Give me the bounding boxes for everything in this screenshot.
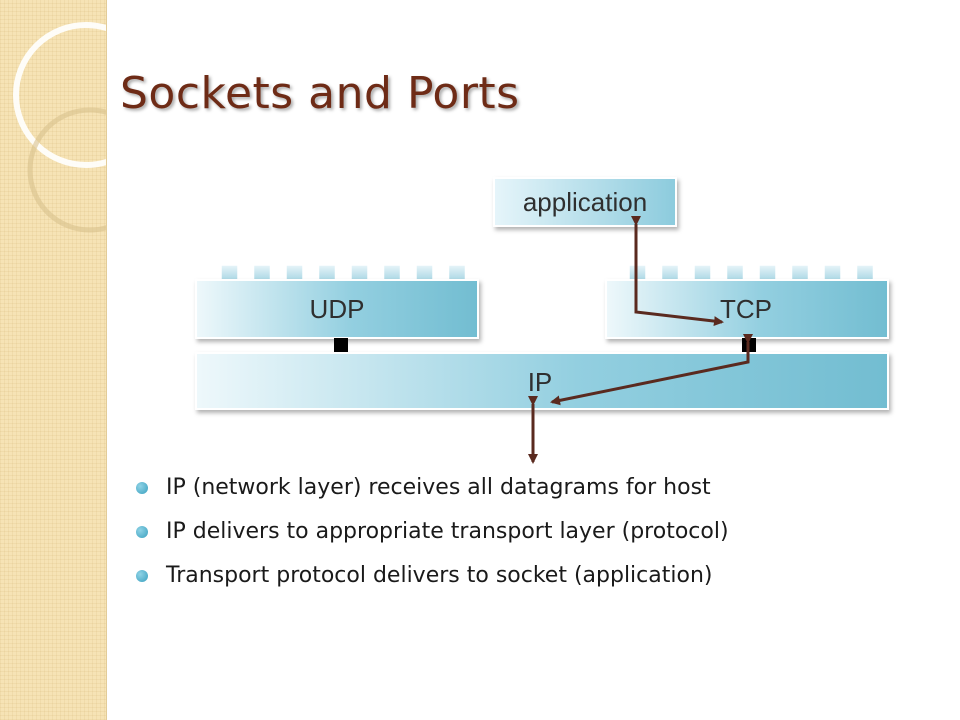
ip-to-tcp-arrow	[550, 334, 753, 406]
bullet-item: Transport protocol delivers to socket (a…	[136, 560, 729, 604]
tcp-label: TCP	[720, 294, 772, 324]
decorative-circles	[13, 22, 106, 233]
application-label: application	[523, 187, 647, 217]
protocol-stack-diagram: application UDP TCP IP	[195, 177, 889, 464]
bullet-item: IP delivers to appropriate transport lay…	[136, 516, 729, 560]
ip-box: IP	[195, 352, 889, 410]
application-box: application	[493, 177, 677, 227]
udp-ip-connector	[334, 338, 348, 354]
udp-box: UDP	[195, 279, 479, 339]
bullet-dot-icon	[136, 526, 148, 538]
bullet-text: IP (network layer) receives all datagram…	[166, 475, 711, 500]
bullet-dot-icon	[136, 570, 148, 582]
bullet-text: Transport protocol delivers to socket (a…	[166, 563, 713, 588]
tcp-to-application-arrow	[631, 216, 724, 327]
slide-title: Sockets and Ports	[120, 68, 520, 119]
ip-label: IP	[528, 367, 553, 397]
tcp-box: TCP	[605, 279, 889, 339]
bullet-dot-icon	[136, 482, 148, 494]
bullet-text: IP delivers to appropriate transport lay…	[166, 519, 729, 544]
bullet-list: IP (network layer) receives all datagram…	[136, 472, 729, 604]
udp-label: UDP	[310, 294, 365, 324]
bullet-item: IP (network layer) receives all datagram…	[136, 472, 729, 516]
